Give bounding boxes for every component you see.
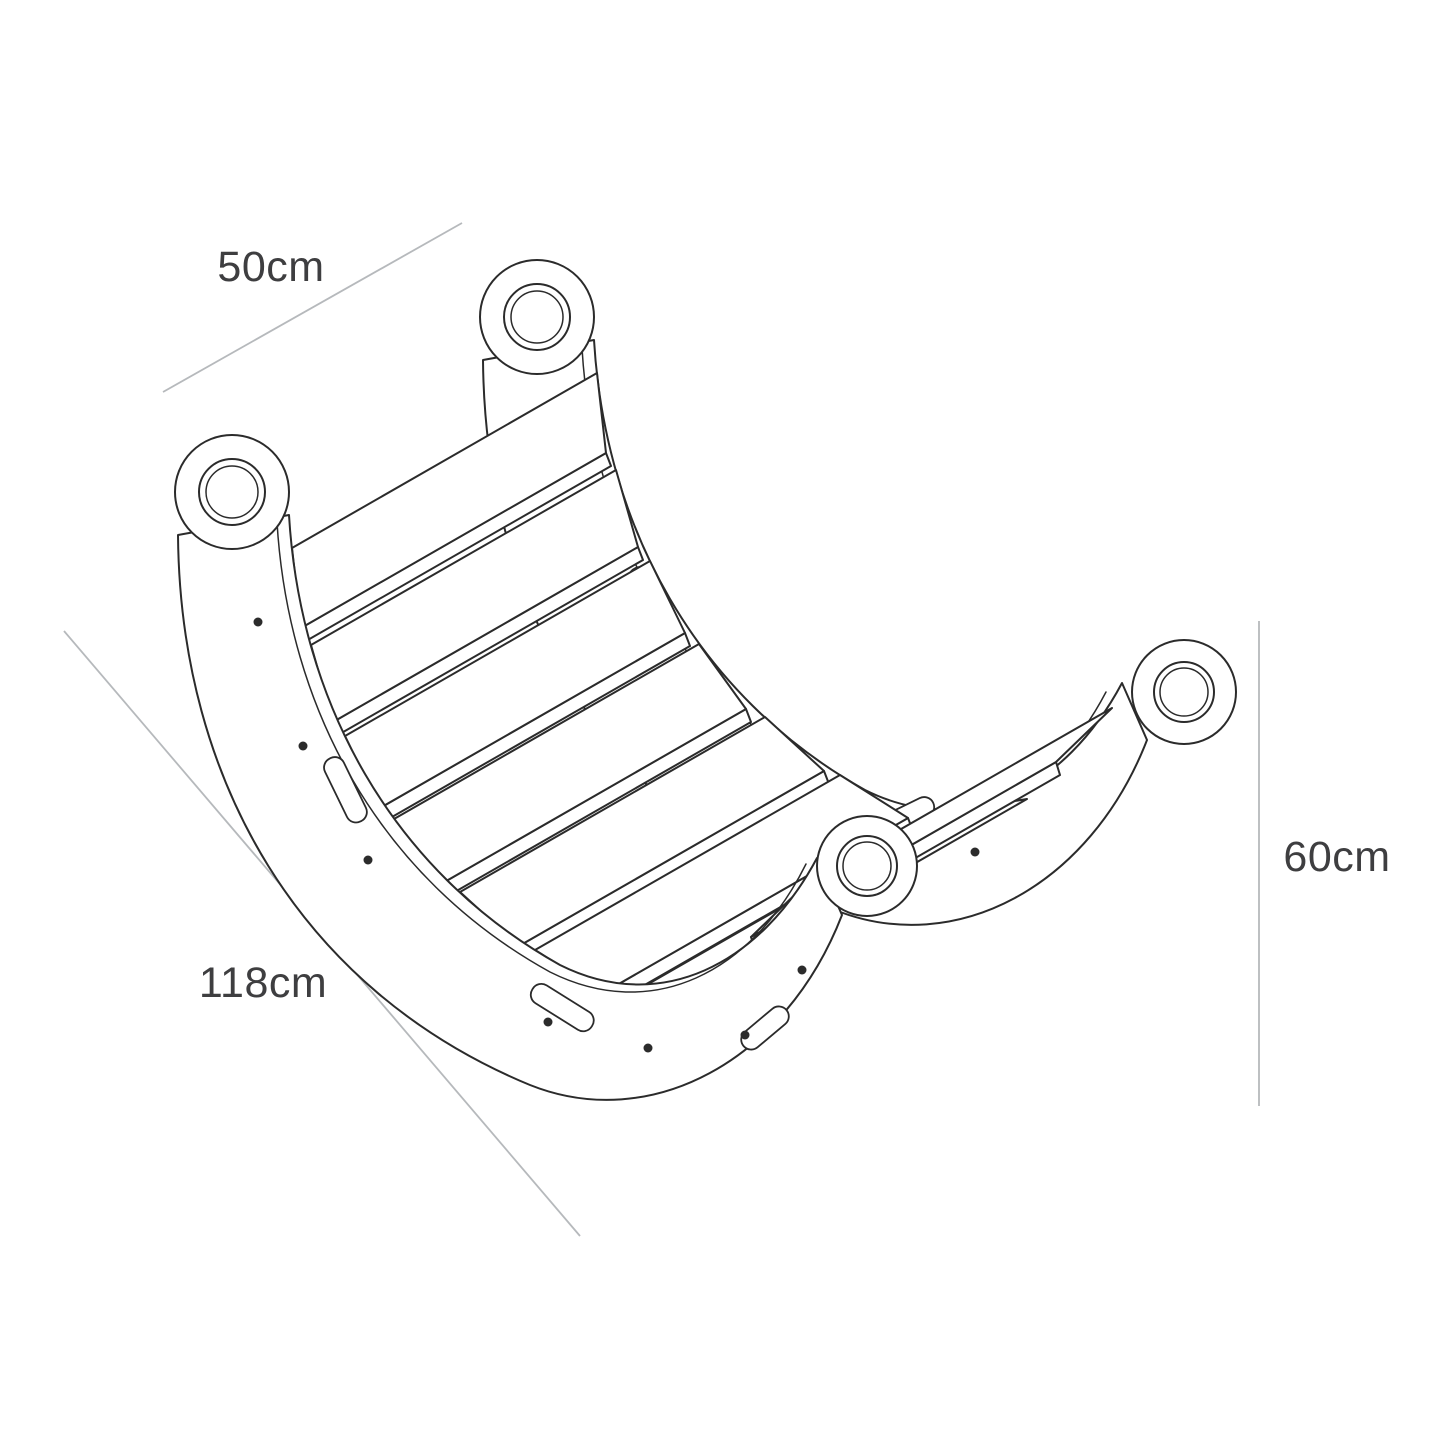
handle-top-far xyxy=(479,259,595,375)
near-rail-hole-dot xyxy=(740,1030,750,1040)
dimension-height: 60cm xyxy=(1258,621,1390,1106)
near-rail-hole-dot xyxy=(543,1017,553,1027)
near-rail-panel xyxy=(177,514,843,1101)
near-rail-slot xyxy=(323,756,368,824)
handle-right-far xyxy=(1131,639,1237,745)
near-rail-hole-dot xyxy=(643,1043,653,1053)
near-rail-slot xyxy=(529,983,595,1033)
near-rail-slot xyxy=(740,1005,790,1051)
handle-hole-inner-edge xyxy=(205,465,259,519)
dimension-width: 50cm xyxy=(162,222,463,393)
handle-hole xyxy=(836,835,898,897)
dimension-label-width: 50cm xyxy=(217,243,324,291)
dimension-label-length: 118cm xyxy=(199,959,327,1007)
handle-hole xyxy=(503,283,571,351)
handle-hole-inner-edge xyxy=(1159,667,1209,717)
near-rail-hole-dot xyxy=(797,965,807,975)
near-rail-hole-dot xyxy=(298,741,308,751)
far-rail-hole-dot xyxy=(970,847,980,857)
near-rail-hole-dot xyxy=(363,855,373,865)
near-rail-edge-thickness xyxy=(276,521,807,993)
handle-hole xyxy=(1153,661,1215,723)
handle-hole-inner-edge xyxy=(842,841,892,891)
dimension-line-width xyxy=(162,222,463,393)
near-rail xyxy=(174,434,918,1101)
handle-hole-inner-edge xyxy=(510,290,564,344)
handle-left-near xyxy=(174,434,290,550)
near-rail-hole-dot xyxy=(253,617,263,627)
handle-hole xyxy=(198,458,266,526)
handle-middle-near xyxy=(816,815,918,917)
dimension-length: 118cm xyxy=(63,630,581,1237)
dimension-label-height: 60cm xyxy=(1283,833,1390,881)
